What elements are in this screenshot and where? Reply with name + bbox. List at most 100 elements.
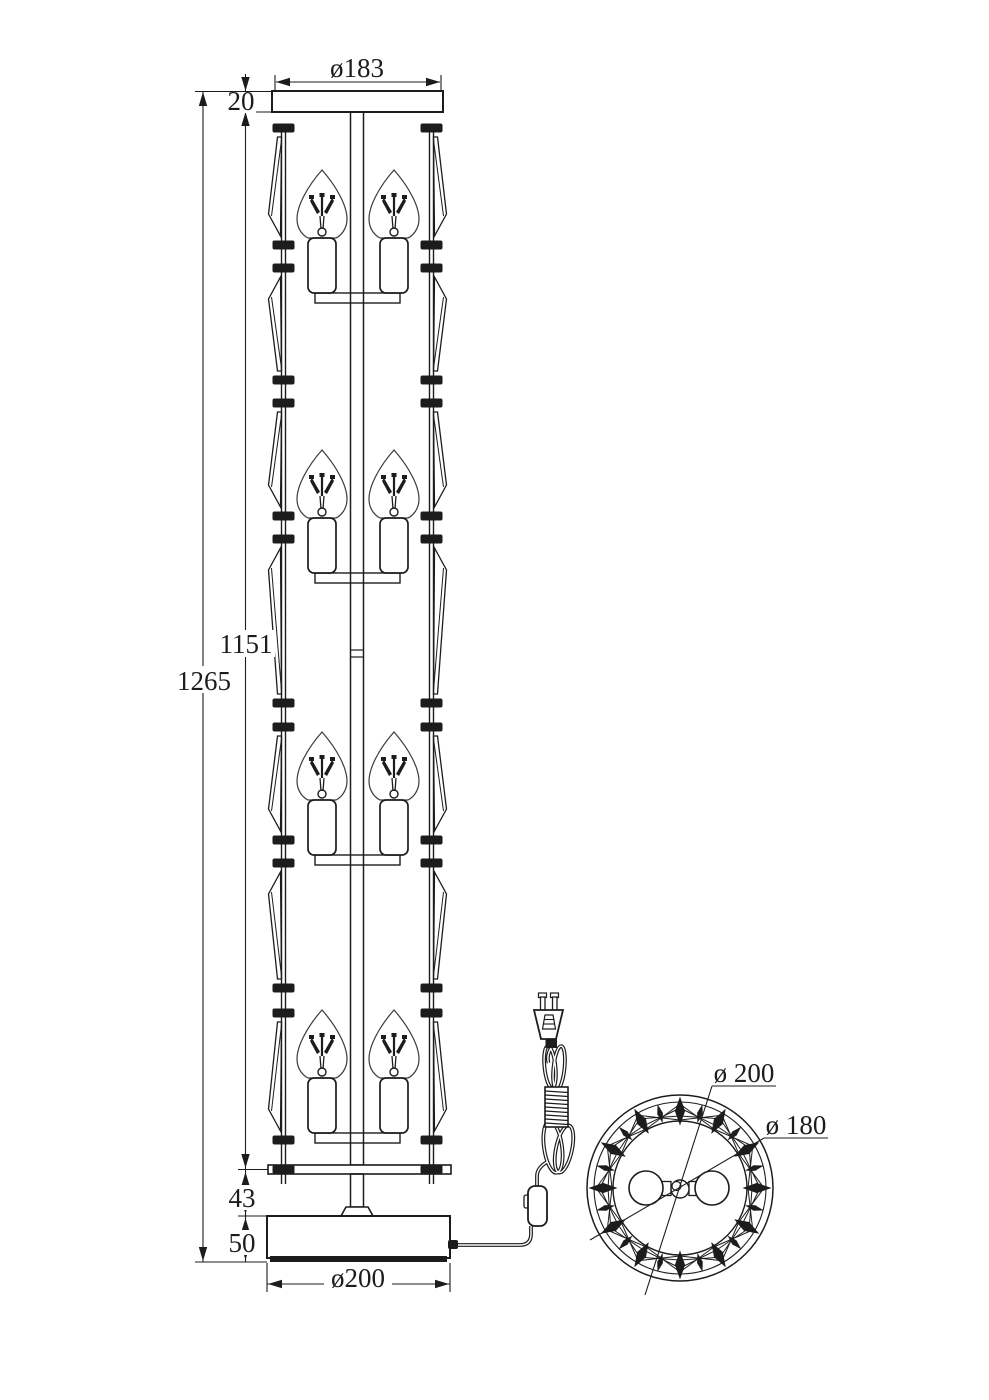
rod-clamp	[420, 698, 443, 708]
rod-clamp	[272, 835, 295, 845]
cord-coil-wrap	[544, 1090, 569, 1094]
bulb-stem	[319, 777, 322, 792]
bulb-stem	[319, 215, 322, 230]
filament-tip	[381, 1035, 386, 1039]
crystal-blade-facet	[271, 738, 282, 812]
rod-clamp	[272, 534, 295, 544]
filament-tip	[309, 195, 314, 199]
lamp-socket	[379, 1077, 409, 1134]
crystal-blade	[267, 274, 283, 372]
bulb-clusters	[296, 169, 420, 1144]
cord-segment	[452, 1226, 532, 1246]
bulb-stem-knot	[317, 789, 327, 799]
crystal-blade	[432, 869, 448, 980]
lamp-socket	[307, 799, 337, 856]
cord-grommet	[448, 1240, 458, 1249]
dim-base-diameter-label: ø200	[331, 1263, 385, 1293]
bulb-stem	[394, 215, 397, 230]
rod-clamp	[272, 722, 295, 732]
lattice-spike	[588, 1182, 618, 1194]
base	[266, 1215, 451, 1259]
leader-inner-diameter	[589, 1137, 765, 1241]
bulb-yoke	[314, 854, 401, 866]
rod-clamp	[272, 263, 295, 273]
label-mask	[218, 630, 275, 657]
dimension-labels: ø183 20 1151 1265 43 50 ø200 ø 200 ø 180	[177, 53, 826, 1293]
cord-coil-wrap	[544, 1094, 569, 1098]
rod-clamp	[420, 375, 443, 385]
bulb-stem	[391, 495, 394, 510]
lattice-spike	[734, 1142, 760, 1157]
lattice-mid-crystal	[727, 1126, 742, 1141]
bulb-yoke	[314, 1132, 401, 1144]
cord-segment	[547, 1047, 552, 1064]
stem	[349, 1173, 365, 1208]
lattice-mid-crystal	[744, 1205, 764, 1211]
filament-support	[324, 1038, 334, 1054]
lattice-mid-crystal	[697, 1104, 703, 1124]
power-cord	[448, 1044, 576, 1249]
rod-clamp	[420, 835, 443, 845]
plug-body-detail	[541, 1014, 557, 1030]
bulb-stem-knot	[317, 1067, 327, 1077]
bulb-top-circle	[694, 1170, 730, 1206]
lattice-spike	[600, 1142, 626, 1157]
filament-tip	[319, 755, 325, 759]
lattice-mid-crystal	[727, 1235, 742, 1250]
top-cap	[271, 90, 444, 113]
bulb-stem-knot	[389, 1067, 399, 1077]
plug-prong	[539, 996, 546, 1012]
lamp-socket	[379, 237, 409, 294]
filament-tip	[402, 757, 407, 761]
filament-support	[396, 478, 406, 494]
top-view	[586, 1094, 774, 1282]
lattice-spike	[711, 1242, 726, 1268]
rod-clamp	[272, 1135, 295, 1145]
topview-outer-diameter-label: ø 200	[714, 1058, 775, 1088]
crystal-blade-facet	[433, 891, 444, 977]
rod-clamp	[420, 858, 443, 868]
bulb-top-circle	[628, 1170, 664, 1206]
rod-clamp	[420, 1165, 443, 1174]
dimension-arrowhead	[276, 77, 290, 87]
rod-clamp	[272, 123, 295, 133]
leader-outer-diameter	[644, 1085, 713, 1296]
filament-tip	[381, 757, 386, 761]
label-mask	[176, 666, 233, 693]
crystal-blade	[267, 545, 283, 695]
rod-clamp	[420, 398, 443, 408]
filament-support	[396, 760, 406, 776]
filament-tip	[309, 1035, 314, 1039]
lamp-socket	[379, 517, 409, 574]
rod-clamp	[272, 375, 295, 385]
crystal-blade-facet	[271, 1024, 282, 1112]
filament-tip	[391, 473, 397, 477]
bulb-stem	[319, 1055, 322, 1070]
filament-support	[396, 1038, 406, 1054]
plug-and-switch	[523, 992, 565, 1227]
front-view	[266, 90, 452, 1262]
filament-tip	[330, 195, 335, 199]
inline-switch	[527, 1185, 548, 1227]
filament-tip	[381, 195, 386, 199]
filament-support	[324, 198, 334, 214]
dimension-arrowhead	[435, 1279, 449, 1289]
crystal-blade-facet	[433, 296, 444, 369]
dim-body-height-label: 1151	[220, 629, 273, 659]
cord-coil-wrap	[544, 1098, 569, 1102]
lattice-mid-crystal	[657, 1252, 663, 1272]
dimension-arrowhead	[198, 1247, 208, 1261]
cord-coil-wrap	[544, 1106, 569, 1110]
cord-coil-wrap	[544, 1102, 569, 1106]
bulb-stem	[391, 1055, 394, 1070]
crystal-lattice-band	[588, 1096, 772, 1280]
bulb-stem-knot	[317, 507, 327, 517]
bulb-stem-knot	[389, 789, 399, 799]
filament-support	[324, 478, 334, 494]
lattice-spike	[734, 1219, 760, 1234]
topview-inner-diameter-label: ø 180	[766, 1110, 827, 1140]
bulb-stem	[394, 1055, 397, 1070]
rod-clamp	[420, 123, 443, 133]
rod-clamp	[272, 698, 295, 708]
